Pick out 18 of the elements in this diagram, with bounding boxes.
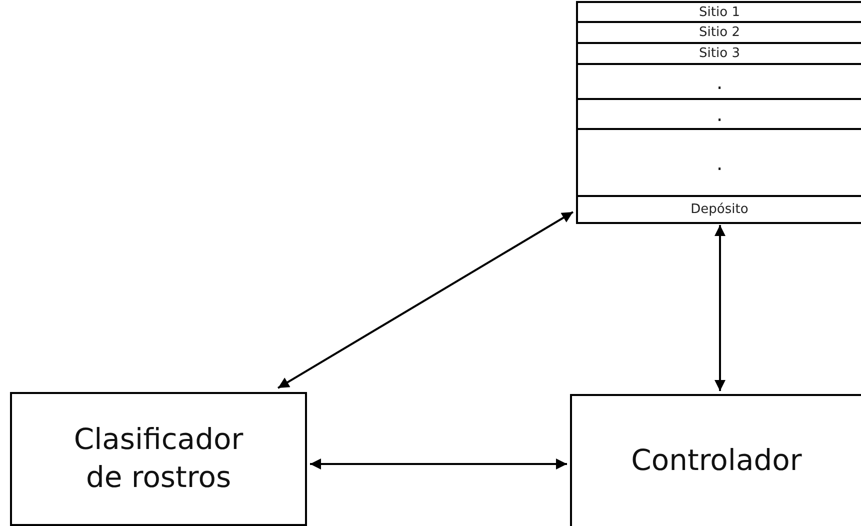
row-label: . (716, 102, 723, 126)
row-label: Sitio 2 (699, 25, 740, 40)
double-arrow (714, 225, 726, 391)
table-row (578, 44, 861, 65)
double-arrow (277, 211, 574, 389)
table-box (576, 1, 861, 224)
table-row (578, 23, 861, 44)
table-row (578, 3, 861, 23)
row-label: Depósito (690, 202, 748, 217)
row-label: . (716, 150, 723, 174)
box-label: Controlador (630, 442, 803, 480)
process-box (10, 392, 307, 526)
row-label: Sitio 1 (699, 4, 740, 20)
row-label: . (716, 70, 723, 94)
double-arrow (310, 458, 567, 470)
box-label: Clasificador de rostros (72, 421, 244, 496)
process-box (570, 394, 861, 526)
row-label: Sitio 3 (699, 46, 740, 61)
